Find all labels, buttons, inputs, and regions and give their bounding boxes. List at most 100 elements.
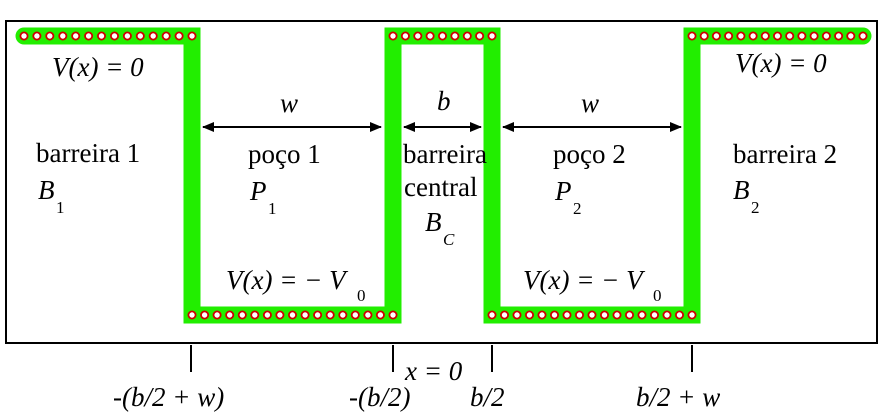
bead-dot (58, 31, 68, 41)
bead-dot (736, 31, 746, 41)
bead-dot (612, 310, 622, 320)
bead-dot (187, 31, 197, 41)
well2-label: poço 2 (553, 139, 626, 169)
axis-label-b2-plus-w: b/2 + w (636, 382, 720, 412)
well1-subscript: 1 (268, 199, 277, 218)
bead-dot (637, 310, 647, 320)
bead-dot (748, 31, 758, 41)
V-zero-right-label: V(x) = 0 (735, 48, 827, 78)
bead-dot (687, 31, 697, 41)
bead-dot (797, 31, 807, 41)
b-center-label: b (437, 86, 451, 116)
bead-dot (600, 310, 610, 320)
well1-symbol: P (249, 176, 267, 206)
bead-dot (110, 31, 120, 41)
barrier1-label: barreira 1 (36, 138, 140, 168)
bead-dot (413, 31, 423, 41)
bead-dot (537, 310, 547, 320)
axis-label-b2: b/2 (470, 382, 505, 412)
V-minus-right-label: V(x) = − V (523, 265, 646, 295)
bead-dot (250, 310, 260, 320)
bead-dot (84, 31, 94, 41)
bead-dot (773, 31, 783, 41)
bead-dot (437, 31, 447, 41)
bead-dot (174, 31, 184, 41)
bead-dot (338, 310, 348, 320)
bead-dot (625, 310, 635, 320)
central-barrier-symbol: B (425, 207, 442, 237)
bead-dot (699, 31, 709, 41)
V-minus-left-label: V(x) = − V (226, 265, 349, 295)
bead-dot (724, 31, 734, 41)
potential-profile (15, 27, 872, 324)
bead-dot (785, 31, 795, 41)
bead-dot (148, 31, 158, 41)
bead-dot (350, 310, 360, 320)
barrier1-subscript: 1 (56, 198, 65, 217)
bead-dot (122, 31, 132, 41)
diagram-frame (5, 20, 878, 344)
bead-dot (487, 31, 497, 41)
bead-dot (388, 31, 398, 41)
bead-dot (71, 31, 81, 41)
bead-dot (821, 31, 831, 41)
bead-dot (425, 31, 435, 41)
barrier2-symbol: B (733, 175, 750, 205)
bead-dot (462, 31, 472, 41)
bead-dot (212, 310, 222, 320)
axis-label-minus-b2-plus-w: -(b/2 + w) (113, 382, 224, 412)
bead-dot (275, 310, 285, 320)
central-barrier-label-line1: barreira (403, 139, 487, 169)
well2-symbol: P (554, 176, 572, 206)
bead-dot (550, 310, 560, 320)
bead-dot (575, 310, 585, 320)
bead-dot (187, 310, 197, 320)
bead-dot (161, 31, 171, 41)
central-barrier-label-line2: central (404, 172, 477, 202)
bead-dot (313, 310, 323, 320)
bead-dot (809, 31, 819, 41)
V-minus-left-subscript: 0 (357, 286, 366, 305)
bead-chain (19, 31, 868, 320)
bead-dot (287, 310, 297, 320)
bead-dot (687, 310, 697, 320)
bead-dot (225, 310, 235, 320)
barrier2-subscript: 2 (751, 198, 760, 217)
bead-dot (760, 31, 770, 41)
bead-dot (237, 310, 247, 320)
bead-dot (262, 310, 272, 320)
bead-dot (662, 310, 672, 320)
bead-dot (858, 31, 868, 41)
bead-dot (675, 310, 685, 320)
well2-subscript: 2 (573, 199, 582, 218)
bead-dot (711, 31, 721, 41)
bead-dot (587, 310, 597, 320)
V-minus-right-subscript: 0 (653, 286, 662, 305)
bead-dot (475, 31, 485, 41)
bead-dot (300, 310, 310, 320)
bead-dot (135, 31, 145, 41)
w-right-label: w (581, 88, 599, 118)
w-left-label: w (280, 88, 298, 118)
bead-dot (363, 310, 373, 320)
bead-dot (562, 310, 572, 320)
bead-dot (45, 31, 55, 41)
bead-dot (450, 31, 460, 41)
bead-dot (525, 310, 535, 320)
bead-dot (388, 310, 398, 320)
bead-dot (846, 31, 856, 41)
bead-dot (834, 31, 844, 41)
axis-label-origin: x = 0 (404, 356, 463, 386)
barrier1-symbol: B (38, 175, 55, 205)
bead-dot (650, 310, 660, 320)
bead-dot (97, 31, 107, 41)
bead-dot (400, 31, 410, 41)
V-zero-left-label: V(x) = 0 (52, 52, 144, 82)
bead-dot (499, 310, 509, 320)
bead-dot (487, 310, 497, 320)
bead-dot (375, 310, 385, 320)
bead-dot (19, 31, 29, 41)
well1-label: poço 1 (248, 139, 321, 169)
bead-dot (32, 31, 42, 41)
